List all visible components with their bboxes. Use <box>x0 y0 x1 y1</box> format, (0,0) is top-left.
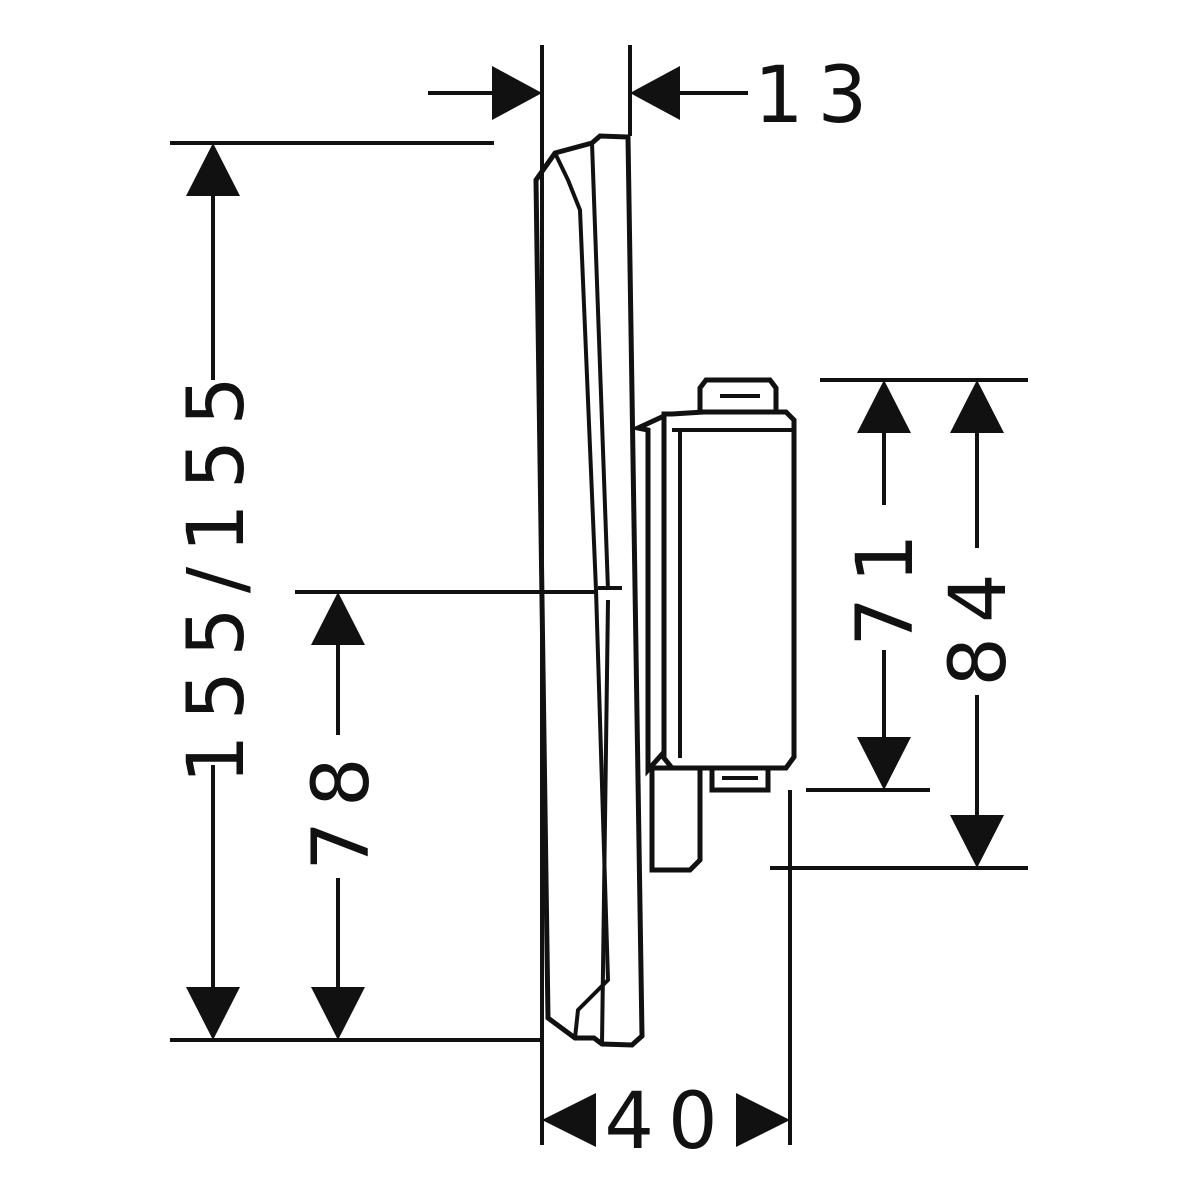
dim-label-13: 13 <box>754 51 881 141</box>
arrowhead-down <box>857 737 911 790</box>
arrowhead-up <box>311 592 365 645</box>
body-main <box>661 409 797 771</box>
arrowhead-down <box>311 987 365 1040</box>
body-spindle <box>649 765 703 873</box>
dimension-plate-depth: 13 <box>428 51 881 141</box>
arrowhead-up <box>857 380 911 433</box>
dim-label-78: 78 <box>297 743 387 870</box>
plate-step-top <box>590 142 610 591</box>
dimension-body-height-inner: 71 <box>841 380 931 790</box>
dim-label-84: 84 <box>934 559 1024 686</box>
body-collar <box>629 412 667 777</box>
arrowhead-down <box>950 815 1004 868</box>
arrowhead-up <box>186 143 240 196</box>
arrowhead-left <box>542 1093 596 1147</box>
arrowhead-up <box>950 380 1004 433</box>
arrowhead-left <box>630 66 680 120</box>
thermostat-body <box>629 377 797 873</box>
dimension-overall-depth: 40 <box>542 1077 790 1167</box>
arrowhead-right <box>736 1093 790 1147</box>
extension-lines <box>170 45 1028 1145</box>
arrowhead-right <box>492 66 542 120</box>
dimension-center-height: 78 <box>297 592 387 1040</box>
dim-label-155: 155/155 <box>172 362 262 784</box>
plate-step-bottom <box>600 599 610 1045</box>
dimension-total-height: 155/155 <box>172 143 262 1040</box>
dim-label-40: 40 <box>604 1077 731 1167</box>
dim-label-71: 71 <box>841 519 931 646</box>
arrowhead-down <box>186 987 240 1040</box>
dimension-body-height-outer: 84 <box>934 380 1024 868</box>
